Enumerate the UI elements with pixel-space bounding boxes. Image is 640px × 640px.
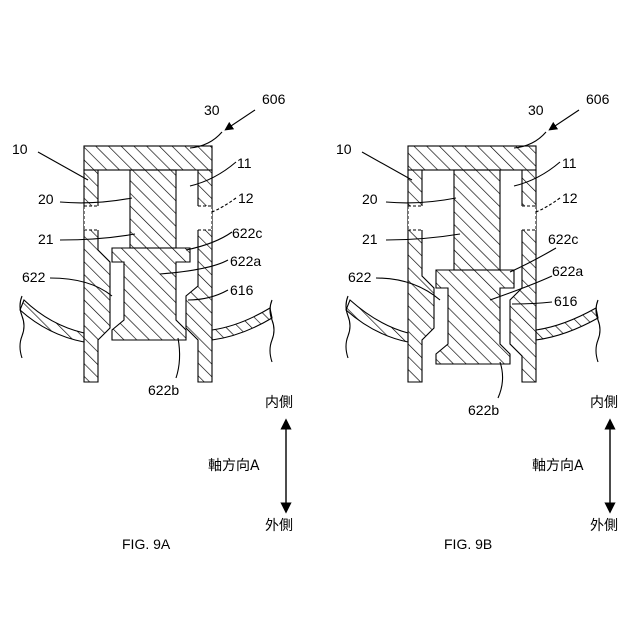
label-outer: 外側 — [590, 518, 618, 534]
label-606: 606 — [262, 91, 286, 107]
figure-caption-9a: FIG. 9A — [122, 536, 171, 552]
label-11: 11 — [237, 155, 252, 171]
label-12: 12 — [562, 190, 578, 206]
figure-9b — [346, 110, 600, 398]
label-30: 30 — [204, 102, 220, 118]
label-inner: 内側 — [265, 395, 293, 411]
rod-21-9b — [454, 170, 500, 270]
label-20: 20 — [38, 191, 54, 207]
label-11: 11 — [562, 155, 577, 171]
label-20: 20 — [362, 191, 378, 207]
rod-21-9a — [130, 170, 176, 248]
shell-right-9a — [212, 308, 272, 340]
right-wall-9a — [186, 170, 212, 382]
label-622: 622 — [22, 269, 46, 285]
label-12: 12 — [238, 190, 254, 206]
label-606: 606 — [586, 91, 610, 107]
label-axis-direction: 軸方向A — [532, 458, 584, 474]
label-10: 10 — [12, 141, 28, 157]
shell-left-9b — [346, 300, 408, 342]
label-622c: 622c — [548, 231, 578, 247]
label-622: 622 — [348, 269, 372, 285]
label-622a: 622a — [552, 263, 583, 279]
label-21: 21 — [362, 231, 378, 247]
label-10: 10 — [336, 141, 352, 157]
label-622c: 622c — [232, 225, 262, 241]
cap-30-9a — [84, 146, 212, 170]
label-30: 30 — [528, 102, 544, 118]
label-616: 616 — [554, 293, 578, 309]
label-622a: 622a — [230, 253, 261, 269]
shell-right-9b — [536, 308, 598, 340]
cap-30-9b — [408, 146, 536, 170]
label-axis-direction: 軸方向A — [208, 458, 260, 474]
label-outer: 外側 — [265, 518, 293, 534]
label-inner: 内側 — [590, 395, 618, 411]
label-622b: 622b — [148, 382, 179, 398]
figure-caption-9b: FIG. 9B — [444, 536, 492, 552]
plunger-622-9a — [112, 248, 190, 340]
label-21: 21 — [38, 231, 54, 247]
shell-left-9a — [20, 300, 84, 342]
label-616: 616 — [230, 282, 254, 298]
figure-9a — [20, 110, 274, 382]
label-622b: 622b — [468, 402, 499, 418]
plunger-622-9b — [436, 270, 514, 364]
